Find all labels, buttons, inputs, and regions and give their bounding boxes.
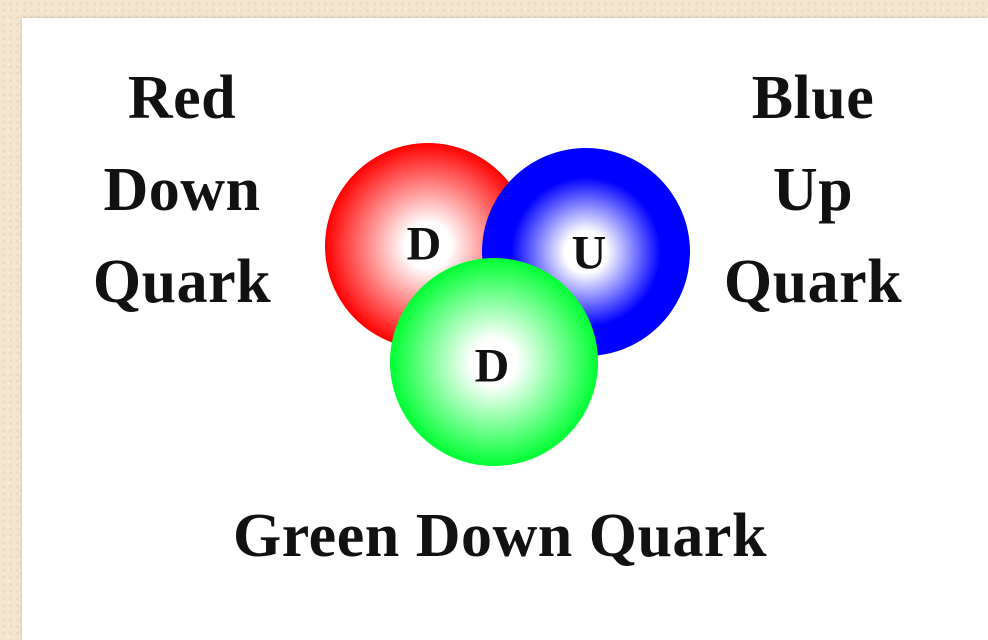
label-line: Up (772, 156, 854, 224)
label-line: Quark (92, 248, 272, 316)
green-down-quark-label: Green Down Quark (233, 502, 767, 570)
blue-quark-letter: U (572, 227, 607, 280)
green-quark-circle (390, 258, 598, 466)
blue-up-quark-label: Blue Up Quark (682, 52, 944, 328)
label-line: Red (127, 64, 237, 132)
label-line: Blue (751, 64, 875, 132)
label-line: Quark (723, 248, 903, 316)
red-down-quark-label: Red Down Quark (52, 52, 312, 328)
label-line: Down (103, 156, 261, 224)
green-quark: D (390, 258, 598, 466)
red-quark-letter: D (407, 218, 442, 271)
green-quark-letter: D (475, 340, 510, 393)
